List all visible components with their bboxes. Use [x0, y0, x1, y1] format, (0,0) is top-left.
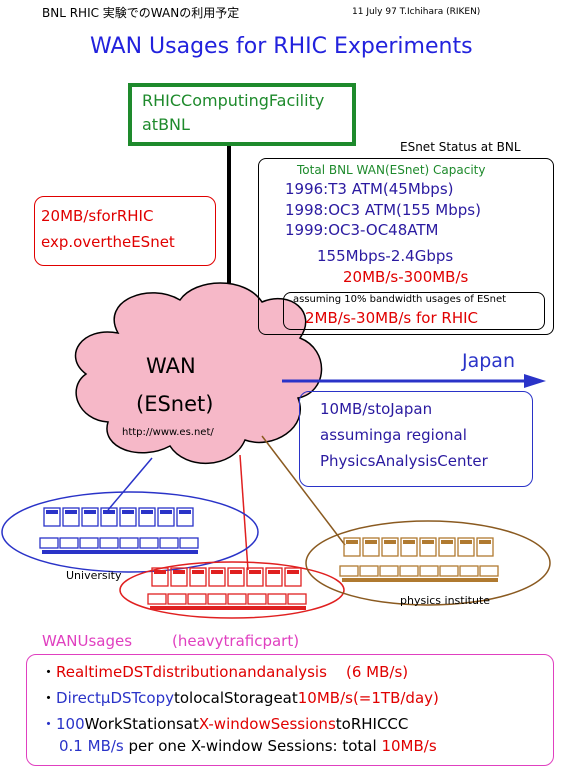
- capacity-1998: 1998:OC3 ATM(155 Mbps): [285, 201, 481, 219]
- rcf-line1: RHICComputingFacility: [142, 91, 325, 110]
- capacity-range-mbps: 155Mbps-2.4Gbps: [317, 247, 454, 265]
- rcf-line2: atBNL: [142, 115, 190, 134]
- header-right: 11 July 97 T.Ichihara (RIKEN): [352, 7, 481, 17]
- rhic-bandwidth-line1: 20MB/sforRHIC: [41, 207, 154, 225]
- esnet-label: (ESnet): [136, 392, 214, 416]
- bullet: ・: [41, 689, 57, 707]
- usage-1-note: (6 MB/s): [346, 663, 409, 681]
- usage-item-3: ・100WorkStationsatX-windowSessionstoRHIC…: [41, 713, 408, 734]
- usage-3-mid1: WorkStationsat: [84, 715, 199, 733]
- japan-label: Japan: [462, 350, 515, 372]
- local-cluster: [119, 561, 345, 619]
- usage-1-text: RealtimeDSTdistributionandanalysis: [56, 663, 327, 681]
- rhic-bandwidth-box: 20MB/sforRHIC exp.overtheESnet: [34, 196, 216, 266]
- usage-2-blue: DirectμDSTcopy: [56, 689, 174, 707]
- capacity-title: Total BNL WAN(ESnet) Capacity: [297, 163, 486, 177]
- capacity-range-mbs: 20MB/s-300MB/s: [343, 268, 469, 286]
- link-institute: [261, 435, 346, 546]
- usages-subheading: (heavytraficpart): [172, 632, 300, 650]
- bullet: ・: [41, 663, 57, 681]
- page-title: WAN Usages for RHIC Experiments: [90, 34, 473, 59]
- institute-cluster: [305, 520, 551, 606]
- rhic-bandwidth-line2: exp.overtheESnet: [41, 233, 175, 251]
- usage-2-mid: tolocalStorageat: [173, 689, 298, 707]
- usage-4-mid: per one X-window Sessions: total: [128, 737, 377, 755]
- japan-line2: assuminga regional: [320, 426, 467, 444]
- usage-3-red: X-windowSessions: [198, 715, 336, 733]
- university-label: University: [66, 569, 122, 582]
- capacity-1999: 1999:OC3-OC48ATM: [285, 221, 439, 239]
- japan-line3: PhysicsAnalysisCenter: [320, 452, 488, 470]
- usage-4-blue: 0.1 MB/s: [59, 737, 124, 755]
- assumption-text: assuming 10% bandwidth usages of ESnet: [293, 294, 507, 305]
- esnet-url: http://www.es.net/: [122, 427, 214, 438]
- header-left: BNL RHIC 実験でのWANの利用予定: [42, 6, 240, 20]
- usages-heading: WANUsages: [42, 632, 133, 650]
- usage-4-red: 10MB/s: [381, 737, 437, 755]
- usage-3-blue: 100: [56, 715, 85, 733]
- rhic-share-box: assuming 10% bandwidth usages of ESnet 2…: [283, 292, 545, 330]
- usages-box: ・RealtimeDSTdistributionandanalysis (6 M…: [26, 654, 554, 766]
- japan-line1: 10MB/stoJapan: [320, 400, 433, 418]
- wan-label: WAN: [146, 354, 196, 378]
- link-university: [107, 457, 153, 511]
- usage-item-1: ・RealtimeDSTdistributionandanalysis (6 M…: [41, 661, 408, 682]
- japan-arrow: [282, 374, 546, 388]
- usage-2-red: 10MB/s(=1TB/day): [297, 689, 439, 707]
- bullet: ・: [41, 715, 57, 733]
- usage-item-4: 0.1 MB/s per one X-window Sessions: tota…: [59, 737, 437, 755]
- rcf-box: RHICComputingFacility atBNL: [128, 83, 356, 146]
- institute-label: physics institute: [400, 594, 491, 607]
- university-cluster: [1, 491, 259, 573]
- capacity-1996: 1996:T3 ATM(45Mbps): [285, 180, 454, 198]
- usage-item-2: ・DirectμDSTcopytolocalStorageat10MB/s(=1…: [41, 687, 439, 708]
- usage-3-mid2: toRHICCC: [335, 715, 409, 733]
- japan-box: 10MB/stoJapan assuminga regional Physics…: [299, 391, 533, 487]
- esnet-status-box: Total BNL WAN(ESnet) Capacity 1996:T3 AT…: [258, 158, 554, 335]
- esnet-status-caption: ESnet Status at BNL: [400, 140, 521, 154]
- link-local-site: [239, 454, 249, 571]
- rhic-share-text: 2MB/s-30MB/s for RHIC: [305, 309, 479, 327]
